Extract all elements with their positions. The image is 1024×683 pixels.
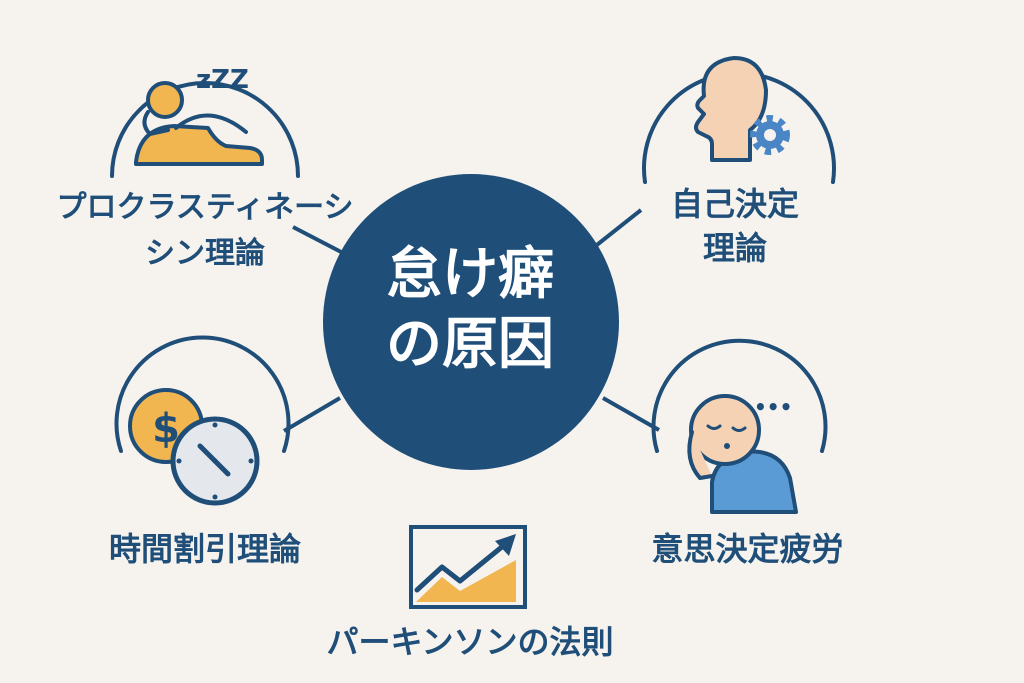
- rising-chart-icon: [409, 525, 527, 609]
- head-with-gear-icon: [694, 56, 790, 162]
- connector-procrastination: [292, 225, 346, 256]
- node-decision-fatigue: •••: [651, 338, 828, 514]
- arc-frame: [651, 338, 828, 453]
- node-parkinson: [409, 525, 527, 609]
- label-procrastination: プロクラスティネーシ シン理論: [40, 185, 370, 277]
- sleep-badge: zZZ: [196, 65, 249, 95]
- connector-time-discounting: [282, 396, 342, 433]
- reclining-sleeping-person-icon: [134, 81, 264, 166]
- node-time-discounting: $: [114, 335, 291, 506]
- label-procrastination-line-2: シン理論: [145, 236, 265, 271]
- label-procrastination-line-1: プロクラスティネーシ: [56, 190, 354, 225]
- tired-person-icon: [687, 394, 798, 514]
- node-procrastination: zZZ: [110, 65, 300, 178]
- connector-self-determination: [591, 208, 643, 250]
- connector-decision-fatigue: [602, 396, 660, 432]
- center-title: 怠け癖 の原因: [330, 240, 610, 380]
- label-self-determination-line-2: 理論: [702, 229, 767, 267]
- center-title-line-1: 怠け癖: [386, 242, 554, 307]
- center-title-line-2: の原因: [386, 312, 554, 377]
- arc-frame: [110, 81, 300, 178]
- arc-frame: [114, 335, 291, 453]
- label-self-determination-line-1: 自己決定: [670, 185, 799, 223]
- coin-and-clock-icon: $: [128, 388, 260, 506]
- label-parkinson: パーキンソンの法則: [326, 623, 614, 661]
- label-decision-fatigue: 意思決定疲労: [651, 530, 844, 568]
- label-self-determination: 自己決定 理論: [640, 182, 830, 270]
- label-time-discounting: 時間割引理論: [108, 530, 301, 568]
- thinking-dots: •••: [754, 395, 792, 419]
- center-node: [323, 174, 619, 470]
- node-self-determination: [642, 56, 836, 184]
